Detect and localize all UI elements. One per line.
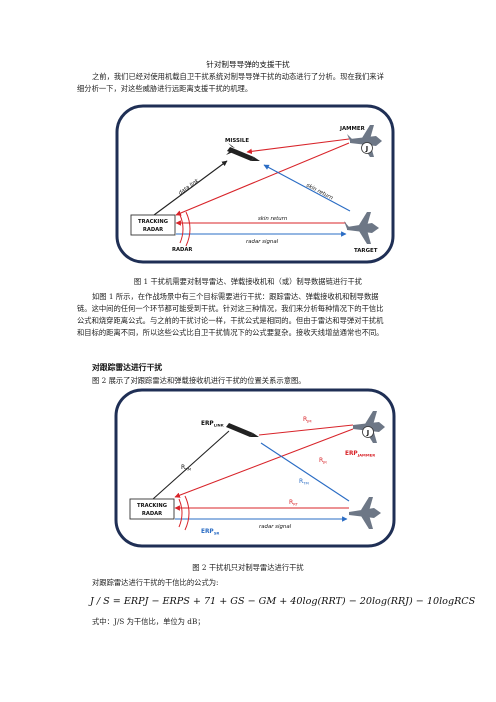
- document-title: 针对制导导弹的支援干扰: [206, 60, 290, 69]
- erp-jammer-label: ERPJAMMER: [345, 451, 375, 458]
- section-heading: 对跟踪雷达进行干扰: [92, 363, 163, 372]
- rtm-line: [260, 442, 350, 502]
- figure-1: MISSILE J JAMMER TARGET TRACKING RADAR R…: [115, 104, 395, 264]
- where-line: 式中：J/S 为干信比，单位为 dB；: [92, 617, 205, 626]
- missile-icon: [226, 423, 259, 437]
- target-label: TARGET: [354, 248, 378, 254]
- missile-icon: [226, 143, 260, 161]
- tracking-radar-label-1: TRACKING: [137, 503, 167, 509]
- missile-label: MISSILE: [225, 138, 249, 144]
- radar-wave-arc: [185, 211, 191, 247]
- jammer-to-missile-line: [246, 138, 350, 155]
- radar-signal-label: radar signal: [259, 524, 292, 530]
- erp-sr-label: ERPSR: [201, 529, 219, 536]
- rjm-label: RJM: [303, 416, 312, 424]
- tracking-radar-label-1: TRACKING: [138, 219, 168, 225]
- radar-label: RADAR: [172, 247, 192, 253]
- radar-signal-label: radar signal: [246, 239, 279, 245]
- figure-2-caption: 图 2 干扰机只对制导雷达进行干扰: [192, 563, 304, 572]
- erp-link-label: ERPLINK: [201, 421, 225, 428]
- jammer-label: JAMMER: [339, 126, 366, 132]
- rrt-label: RRT: [289, 499, 299, 507]
- para2-line-1: 如图 1 所示，在作战场景中有三个目标需要进行干扰：跟踪雷达、弹载接收机和制导数…: [92, 292, 379, 301]
- rrm-line: [152, 430, 230, 500]
- figure-2: J TRACKING RADAR RJM ERPLINK RJR ERPJAMM…: [114, 388, 396, 548]
- radar-wave-arc: [184, 495, 190, 531]
- tracking-radar-label-2: RADAR: [142, 511, 162, 517]
- radar-wave-arc: [179, 214, 184, 244]
- para2-line-3: 公式和烧穿距离公式。与之前的干扰讨论一样，干扰公式是相同的。但由于雷达和导弹对干…: [77, 316, 384, 325]
- tracking-radar-box: [129, 498, 175, 520]
- rjr-line: [174, 428, 354, 498]
- para2-line-4: 和目标的距离不同，所以这些公式比自卫干扰情况下的公式要复杂。接收天线增益通常也不…: [77, 328, 384, 337]
- figure-2-frame: [114, 388, 396, 548]
- figure-1-caption: 图 1 干扰机需要对制导雷达、弹载接收机和（或）制导数据链进行干扰: [133, 277, 363, 286]
- js-formula: J / S = ERPJ − ERPS + 71 + GS − GM + 40l…: [90, 596, 476, 607]
- rtm-label: RTM: [299, 478, 309, 486]
- target-aircraft-icon: [349, 497, 381, 529]
- jammer-to-radar-line: [175, 142, 350, 216]
- tracking-radar-box: [130, 214, 176, 236]
- data-link-line: [153, 160, 228, 216]
- rjm-line: [258, 424, 354, 436]
- skin-return-label: skin return: [258, 216, 288, 222]
- skin-return-to-missile-line: [263, 164, 351, 212]
- target-aircraft-icon: [344, 212, 379, 244]
- jammer-badge-icon: [361, 142, 373, 154]
- radar-wave-arc: [178, 498, 183, 528]
- jammer-badge-letter: J: [365, 145, 368, 153]
- para3: 图 2 展示了对跟踪雷达和弹载接收机进行干扰的位置关系示意图。: [92, 376, 306, 385]
- rrm-label: RRM: [181, 464, 191, 472]
- tracking-radar-label-2: RADAR: [143, 227, 163, 233]
- para2-line-2: 链。这中间的任何一个环节都可能受到干扰。针对这三种情况，我们来分析每种情况下的干…: [77, 304, 384, 313]
- jammer-badge-icon: [362, 426, 374, 438]
- intro-line-1: 之前，我们已经对使用机载自卫干扰系统对制导导弹干扰的动态进行了分析。现在我们来详: [92, 72, 384, 81]
- jammer-badge-letter: J: [366, 429, 369, 437]
- para4: 对跟踪雷达进行干扰的干信比的公式为:: [92, 578, 219, 587]
- rjr-label: RJR: [319, 457, 327, 465]
- intro-line-2: 细分析一下，对这些威胁进行远距离支援干扰的机理。: [77, 84, 253, 93]
